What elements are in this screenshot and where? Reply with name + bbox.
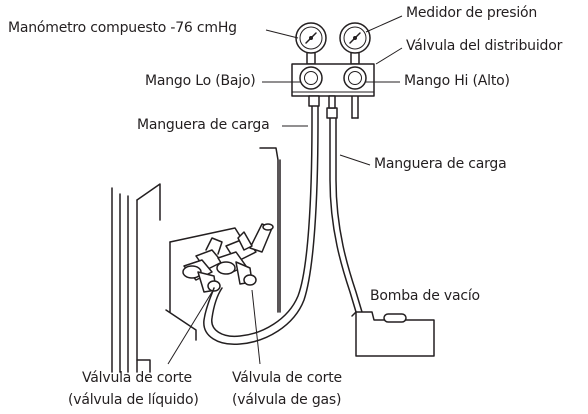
leader-lines <box>167 15 403 365</box>
pressure-gauge-label: Medidor de presión <box>406 5 538 21</box>
gas-valve-label-line2: (válvula de gas) <box>232 392 342 408</box>
vacuum-pump <box>351 311 435 357</box>
compound-gauge-label: Manómetro compuesto -76 cmHg <box>8 20 237 36</box>
liquid-valve-label-line1: Válvula de corte <box>82 370 192 386</box>
hi-port-tube <box>351 95 359 119</box>
charge-hose-lo <box>203 103 319 345</box>
lo-handle-label: Mango Lo (Bajo) <box>145 73 256 89</box>
liquid-valve-label-line2: (válvula de líquido) <box>68 392 199 408</box>
charge-hose-center <box>329 117 363 313</box>
gas-valve-label-line1: Válvula de corte <box>232 370 342 386</box>
outdoor-unit <box>111 147 281 373</box>
charge-hose-label-1: Manguera de carga <box>137 117 270 133</box>
gas-service-valve <box>216 223 274 286</box>
manifold-gauge-set <box>291 22 375 119</box>
liquid-service-valve <box>182 237 223 293</box>
manifold-valve-label: Válvula del distribuidor <box>406 38 563 54</box>
vacuum-pump-label: Bomba de vacío <box>370 288 480 304</box>
hi-handle-label: Mango Hi (Alto) <box>404 73 510 89</box>
charge-hose-label-2: Manguera de carga <box>374 156 507 172</box>
